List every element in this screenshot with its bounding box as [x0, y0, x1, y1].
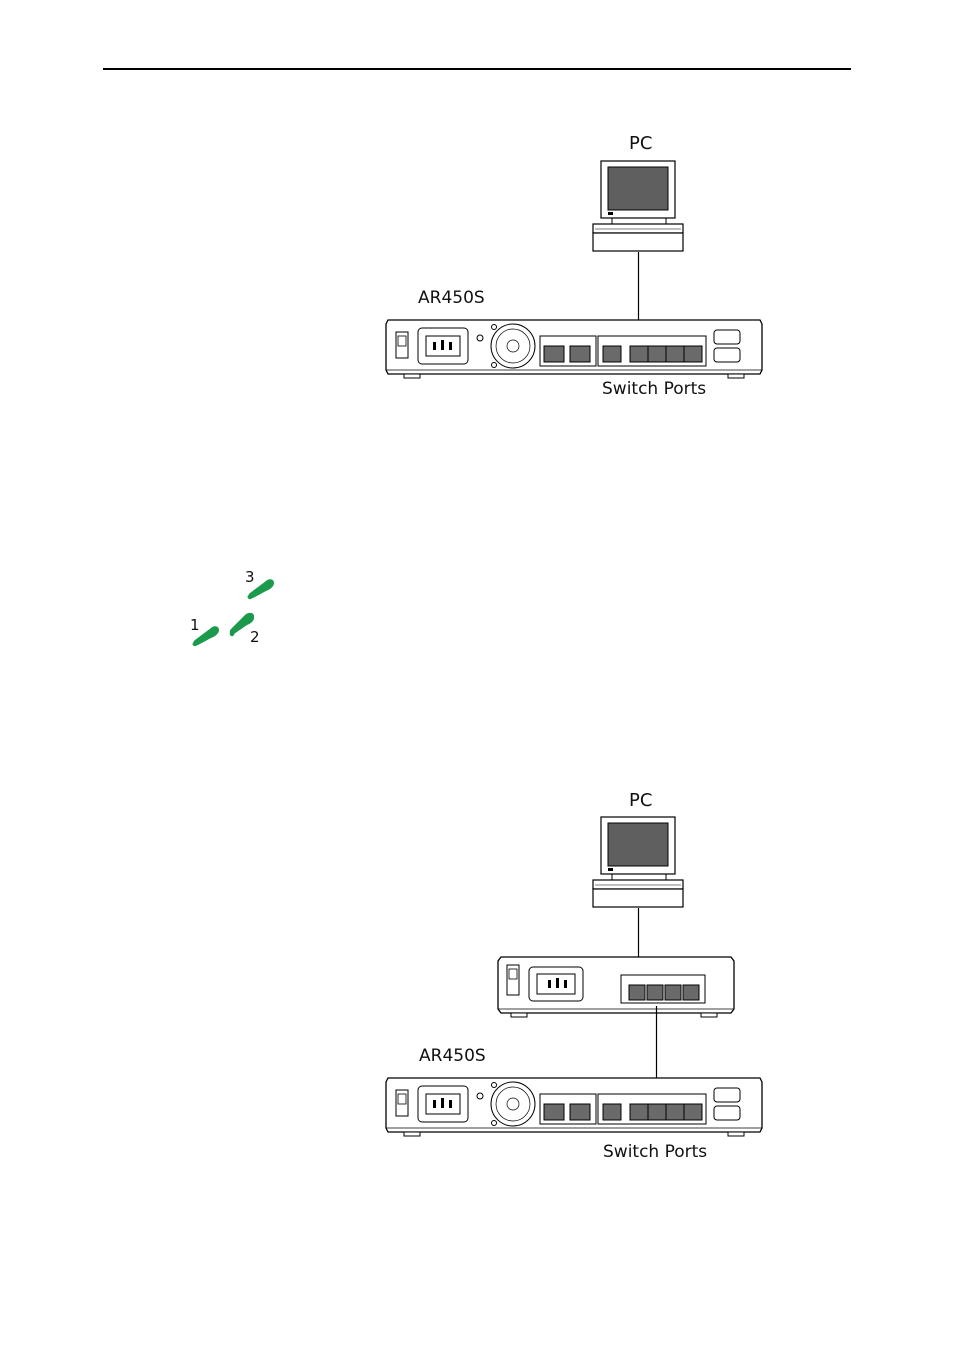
router-label-bottom: AR450S	[419, 1046, 486, 1066]
header-rule	[103, 68, 851, 70]
pc-icon-bottom	[592, 816, 686, 910]
pc-label-bottom: PC	[629, 790, 652, 811]
router-icon-bottom	[384, 1076, 764, 1138]
pc-label-top: PC	[629, 133, 652, 154]
switch-icon	[497, 955, 737, 1019]
footprint-1-icon	[191, 622, 221, 648]
footprint-3-icon	[246, 575, 276, 601]
router-label-top: AR450S	[418, 288, 485, 308]
step-2-number: 2	[250, 628, 260, 646]
router-icon-top	[384, 318, 764, 380]
pc-icon-top	[592, 160, 686, 254]
ports-label-bottom: Switch Ports	[603, 1142, 707, 1162]
ports-label-top: Switch Ports	[602, 379, 706, 399]
